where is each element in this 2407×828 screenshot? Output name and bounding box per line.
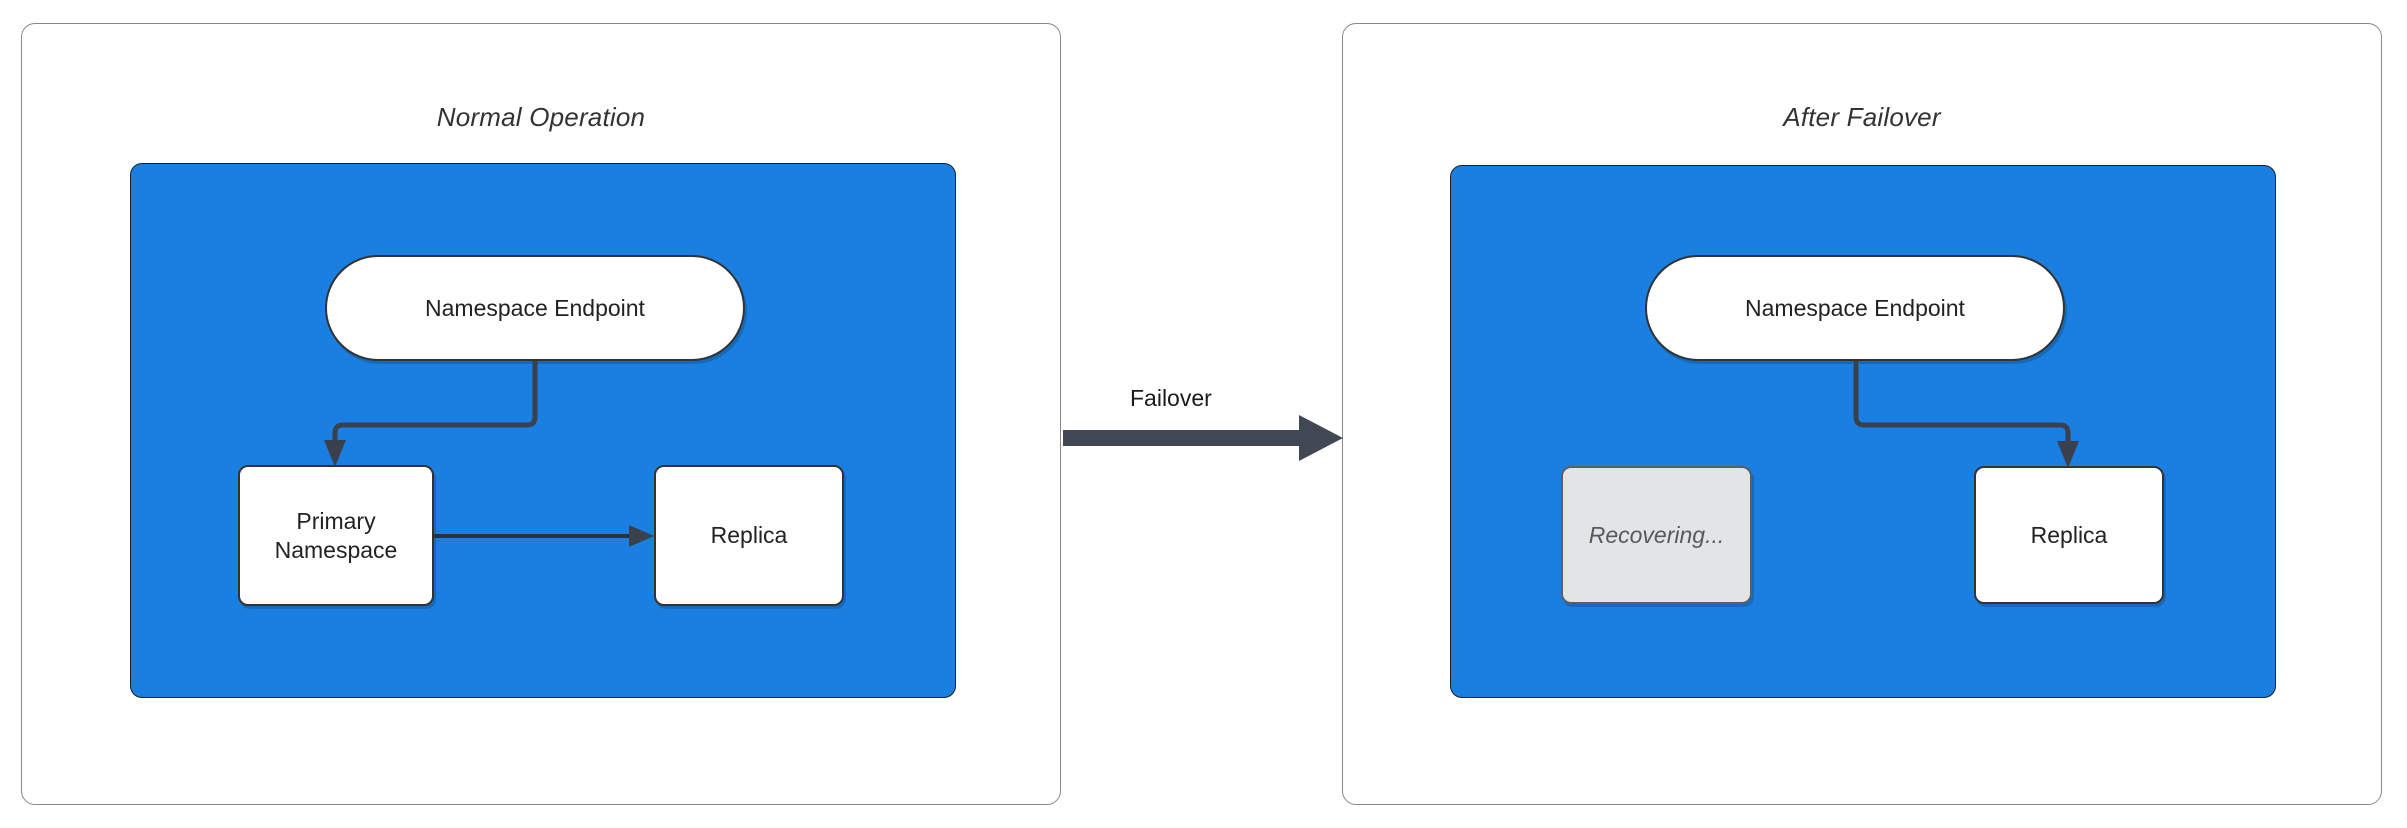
node-namespace-endpoint-failover[interactable]: Namespace Endpoint bbox=[1645, 255, 2065, 361]
node-primary-namespace[interactable]: Primary Namespace bbox=[238, 465, 434, 606]
transition-label-failover: Failover bbox=[1130, 385, 1212, 411]
node-label: Recovering... bbox=[1588, 521, 1725, 548]
node-label: Replica bbox=[710, 522, 788, 549]
node-namespace-endpoint-normal[interactable]: Namespace Endpoint bbox=[325, 255, 745, 361]
node-label: Primary Namespace bbox=[275, 507, 398, 565]
node-recovering[interactable]: Recovering... bbox=[1561, 466, 1752, 604]
panel-title-normal-operation: Normal Operation bbox=[436, 102, 646, 132]
zone-normal-operation bbox=[130, 163, 956, 698]
edge-label-data-replication: Data Replication bbox=[473, 331, 624, 352]
zone-after-failover bbox=[1450, 165, 2276, 698]
node-replica-failover[interactable]: Replica bbox=[1974, 466, 2164, 604]
arrowhead-icon bbox=[1299, 415, 1343, 461]
edge-failover-transition bbox=[1063, 415, 1343, 461]
node-label: Replica bbox=[2030, 521, 2108, 548]
node-label-line2: Namespace bbox=[274, 536, 398, 563]
node-label: Namespace Endpoint bbox=[425, 294, 645, 321]
node-label-line1: Primary bbox=[296, 507, 376, 534]
node-label: Namespace Endpoint bbox=[1745, 294, 1965, 321]
node-replica-normal[interactable]: Replica bbox=[654, 465, 844, 606]
panel-title-after-failover: After Failover bbox=[1783, 102, 1941, 132]
